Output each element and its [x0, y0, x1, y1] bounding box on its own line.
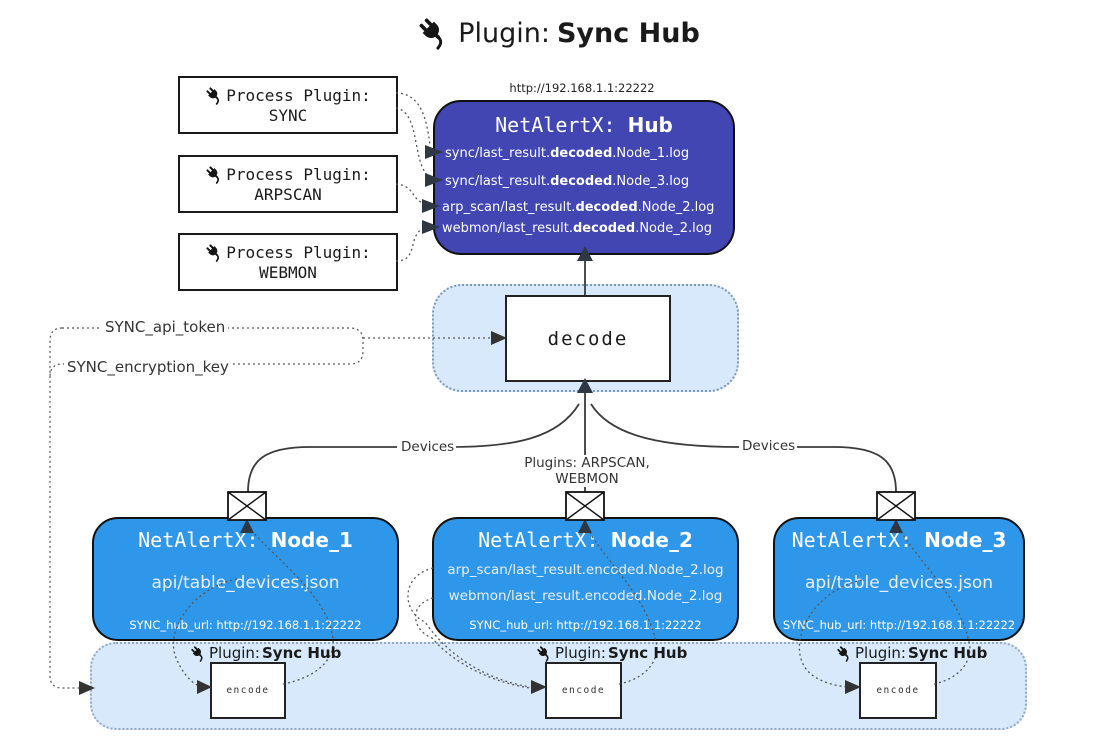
title-bold: Sync Hub — [556, 17, 700, 49]
envelope-icon — [227, 491, 267, 521]
plug-icon — [536, 645, 553, 662]
node-1-box: NetAlertX: Node_1 api/table_devices.json… — [92, 517, 399, 641]
hub-log-line: webmon/last_result.decoded.Node_2.log — [442, 221, 712, 236]
encode-group-label: Plugin: Sync Hub — [190, 644, 341, 662]
devices-right-label: Devices — [740, 438, 798, 454]
process-plugin-label: Process Plugin: — [226, 242, 371, 262]
encode-box: encode — [859, 662, 937, 719]
hub-log-line: arp_scan/last_result.decoded.Node_2.log — [442, 200, 715, 215]
edge-devices-left — [247, 446, 397, 493]
plug-icon — [417, 16, 451, 50]
devices-left-label: Devices — [399, 439, 457, 455]
node-file: api/table_devices.json — [804, 573, 994, 593]
node-hub-url: SYNC_hub_url: http://192.168.1.1:22222 — [469, 618, 702, 632]
process-plugin-name: SYNC — [268, 105, 308, 125]
edge-sync-to-hub — [395, 107, 429, 177]
node-title: NetAlertX: Node_1 — [138, 528, 353, 552]
envelope-icon — [565, 491, 605, 521]
process-plugin-sync: Process Plugin: SYNC — [178, 76, 398, 134]
decode-box: decode — [505, 295, 671, 382]
sync-api-token-label: SYNC_api_token — [102, 318, 229, 336]
edge-key-to-band — [49, 327, 79, 689]
plug-icon — [205, 86, 224, 105]
hub-title-prefix: NetAlertX: — [495, 113, 628, 137]
process-plugin-webmon: Process Plugin: WEBMON — [178, 233, 398, 291]
node-hub-url: SYNC_hub_url: http://192.168.1.1:22222 — [129, 618, 362, 632]
node-2-box: NetAlertX: Node_2 arp_scan/last_result.e… — [432, 517, 739, 641]
hub-title-name: Hub — [627, 113, 673, 137]
plug-icon — [836, 645, 853, 662]
page-title: Plugin: Sync Hub — [0, 16, 1117, 50]
envelope-icon — [876, 491, 916, 521]
hub-log-line: sync/last_result.decoded.Node_1.log — [445, 146, 690, 161]
process-plugin-name: ARPSCAN — [254, 184, 322, 204]
encode-box: encode — [210, 662, 286, 719]
node-hub-url: SYNC_hub_url: http://192.168.1.1:22222 — [782, 618, 1016, 632]
plug-icon — [205, 243, 224, 262]
title-prefix: Plugin: — [458, 17, 550, 49]
edge-sync-to-hub — [395, 92, 431, 147]
edge-devices-right — [590, 403, 740, 448]
node-title: NetAlertX: Node_3 — [791, 528, 1007, 552]
encode-group-label: Plugin: Sync Hub — [536, 644, 687, 662]
process-plugin-label: Process Plugin: — [226, 164, 371, 184]
node-file: arp_scan/last_result.encoded.Node_2.log — [447, 562, 724, 578]
plug-icon — [190, 645, 207, 662]
node-file: api/table_devices.json — [151, 573, 340, 593]
process-plugin-arpscan: Process Plugin: ARPSCAN — [178, 155, 398, 213]
sync-encryption-key-label: SYNC_encryption_key — [64, 358, 232, 376]
edge-devices-left — [449, 403, 580, 448]
plugins-center-label: Plugins: ARPSCAN, WEBMON — [495, 455, 679, 487]
hub-box: NetAlertX: Hub sync/last_result.decoded.… — [433, 100, 735, 255]
hub-url: http://192.168.1.1:22222 — [509, 81, 655, 95]
edge-devices-right — [789, 446, 897, 493]
process-plugin-name: WEBMON — [259, 262, 317, 282]
node-file: webmon/last_result.encoded.Node_2.log — [448, 588, 723, 604]
encode-group-label: Plugin: Sync Hub — [836, 644, 987, 662]
process-plugin-label: Process Plugin: — [226, 85, 371, 105]
encode-box: encode — [545, 662, 622, 719]
edge-arpscan-to-hub — [395, 183, 427, 205]
node-title: NetAlertX: Node_2 — [478, 528, 693, 552]
hub-log-line: sync/last_result.decoded.Node_3.log — [445, 174, 690, 189]
hub-title: NetAlertX: Hub — [435, 113, 733, 137]
node-3-box: NetAlertX: Node_3 api/table_devices.json… — [773, 517, 1025, 641]
edge-webmon-to-hub — [395, 226, 427, 262]
plug-icon — [205, 165, 224, 184]
